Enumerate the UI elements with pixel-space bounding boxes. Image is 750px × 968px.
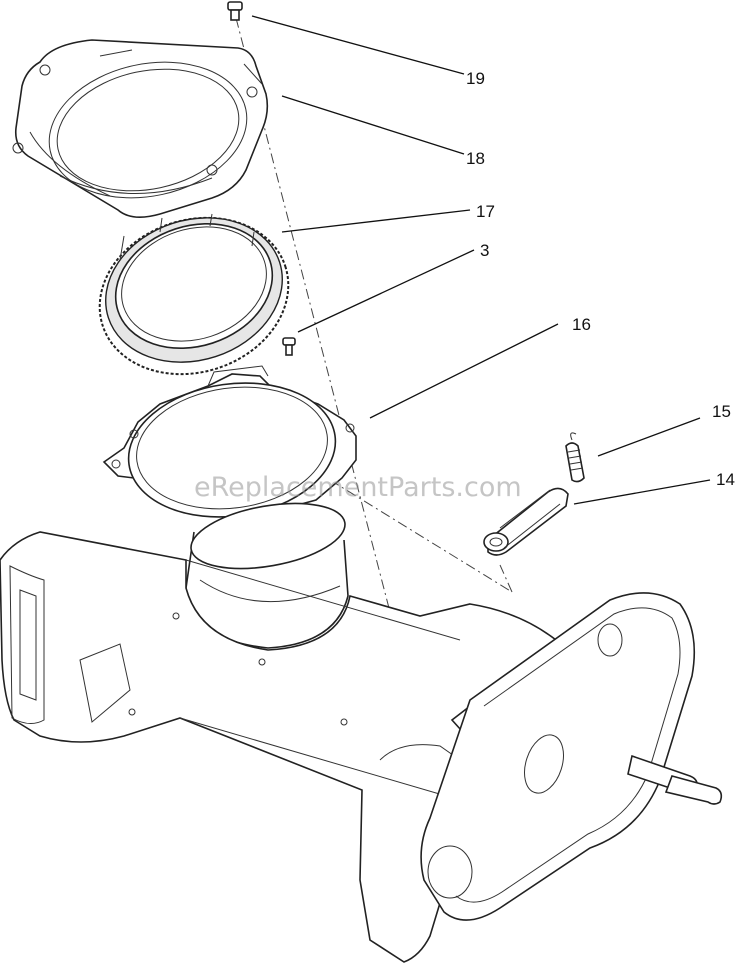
leader-15 [597,417,701,457]
assembly-centerline [235,17,513,721]
spring [565,432,585,483]
leader-16 [369,323,559,419]
leader-14 [573,479,711,505]
watermark: eReplacementParts.com [194,472,522,503]
callout-14: 14 [716,470,735,489]
chute-lever [483,487,569,556]
callout-15: 15 [712,402,731,421]
callout-18: 18 [466,149,485,168]
chute-lower-cylinder [185,502,349,649]
side-gear-casing [420,592,723,921]
callout-19: 19 [466,69,485,88]
leader-lines [251,15,711,505]
ring-gear [98,213,290,376]
leader-19 [251,15,465,75]
leader-17 [281,209,471,233]
chute-flange-plate [12,39,269,218]
bolt-19 [227,1,243,21]
callout-3: 3 [480,241,489,260]
callout-17: 17 [476,202,495,221]
bolt-small [282,337,296,356]
chute-bearing-housing [102,365,357,518]
leader-18 [281,95,465,155]
auger-housing-frame [0,531,558,963]
leader-3 [297,249,475,333]
callout-16: 16 [572,315,591,334]
